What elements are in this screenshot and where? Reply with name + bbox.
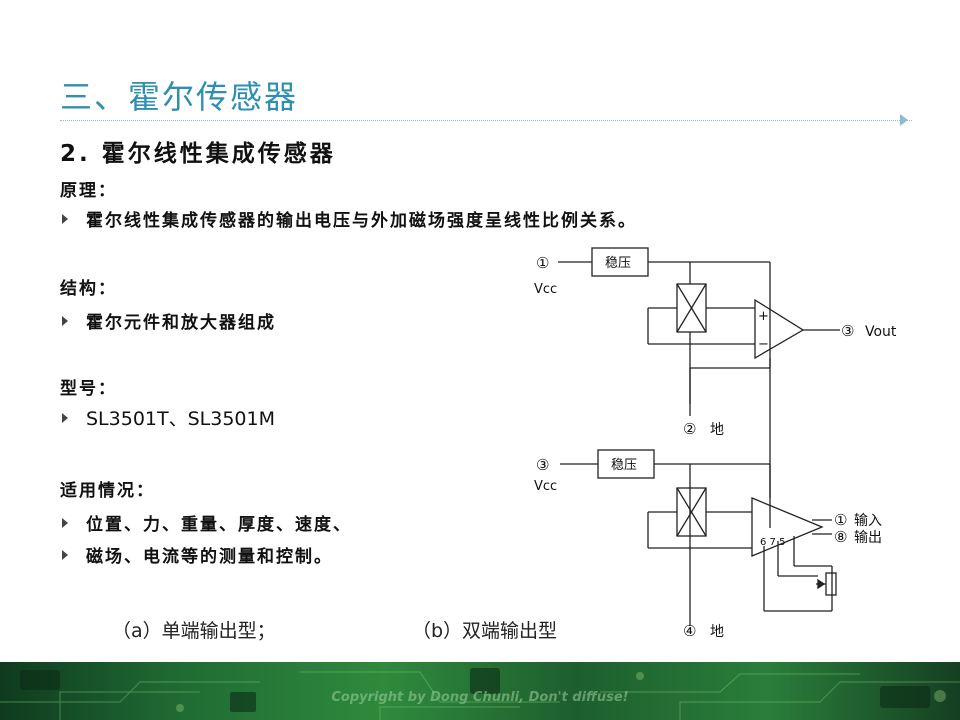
section-heading: 2. 霍尔线性集成传感器: [60, 141, 336, 167]
usage-text-2: 磁场、电流等的测量和控制。: [86, 547, 333, 567]
circuit-a-vcc-pin: ①: [536, 254, 549, 272]
circuit-a: [558, 247, 840, 528]
circuit-b-gnd-label: 地: [710, 624, 724, 640]
model-bullet: SL3501T、SL3501M: [60, 404, 275, 431]
circuit-b-out2-pin: ⑧: [834, 528, 847, 546]
circuit-a-plus-input: +: [758, 309, 769, 324]
model-text: SL3501T、SL3501M: [86, 408, 275, 430]
bullet-arrow-icon: [62, 315, 68, 326]
circuit-a-labels: ① Vcc 稳压 + − ③ Vout ② 地: [534, 254, 897, 438]
circuit-a-out-label: Vout: [865, 324, 897, 340]
bullet-arrow-icon: [62, 412, 68, 423]
usage-bullet-2: 磁场、电流等的测量和控制。: [60, 542, 333, 567]
footer-banner: [0, 662, 960, 720]
circuit-diagrams: ① Vcc 稳压 + − ③ Vout ② 地: [534, 247, 897, 640]
circuit-a-regulator-label: 稳压: [605, 255, 631, 271]
circuit-a-out-pin: ③: [841, 322, 854, 340]
slide-title: 三、霍尔传感器: [60, 78, 299, 116]
circuit-b-vcc-pin: ③: [536, 456, 549, 474]
title-divider: [60, 120, 912, 121]
bullet-arrow-icon: [62, 549, 68, 560]
circuit-b-labels: ③ Vcc 稳压 6 7 5 ① 输入 ⑧ 输出 ④ 地: [534, 456, 882, 640]
caption-a: （a）单端输出型；: [112, 620, 276, 642]
divider-arrow-icon: [900, 114, 908, 126]
structure-text: 霍尔元件和放大器组成: [86, 313, 276, 333]
circuit-board-pattern-icon: [0, 668, 960, 720]
structure-label: 结构：: [60, 279, 117, 299]
circuit-b-out1-pin: ①: [834, 511, 847, 529]
circuit-b-vcc-label: Vcc: [534, 479, 557, 494]
circuit-b-regulator-label: 稳压: [611, 457, 637, 473]
copyright-notice: Copyright by Dong Chunli, Don't diffuse!: [331, 690, 629, 705]
circuit-a-minus-input: −: [758, 337, 769, 352]
circuit-a-gnd-pin: ②: [683, 420, 696, 438]
circuit-b: [560, 449, 837, 626]
usage-bullet-1: 位置、力、重量、厚度、速度、: [60, 510, 352, 535]
usage-label: 适用情况：: [60, 481, 155, 501]
usage-text-1: 位置、力、重量、厚度、速度、: [86, 515, 352, 535]
bullet-arrow-icon: [62, 517, 68, 528]
circuit-b-out1-label: 输入: [854, 513, 882, 529]
circuit-b-out2-label: 输出: [854, 530, 882, 546]
structure-bullet: 霍尔元件和放大器组成: [60, 308, 276, 333]
principle-label: 原理：: [60, 181, 117, 201]
circuit-b-pin-numbers: 6 7 5: [760, 537, 785, 548]
circuit-a-vcc-label: Vcc: [534, 282, 557, 297]
bullet-arrow-icon: [62, 213, 68, 224]
principle-text: 霍尔线性集成传感器的输出电压与外加磁场强度呈线性比例关系。: [86, 211, 637, 231]
principle-bullet: 霍尔线性集成传感器的输出电压与外加磁场强度呈线性比例关系。: [60, 206, 637, 231]
circuit-a-gnd-label: 地: [710, 422, 724, 438]
caption-b: （b）双端输出型: [412, 620, 558, 642]
model-label: 型号：: [60, 379, 117, 399]
circuit-b-gnd-pin: ④: [683, 622, 696, 640]
